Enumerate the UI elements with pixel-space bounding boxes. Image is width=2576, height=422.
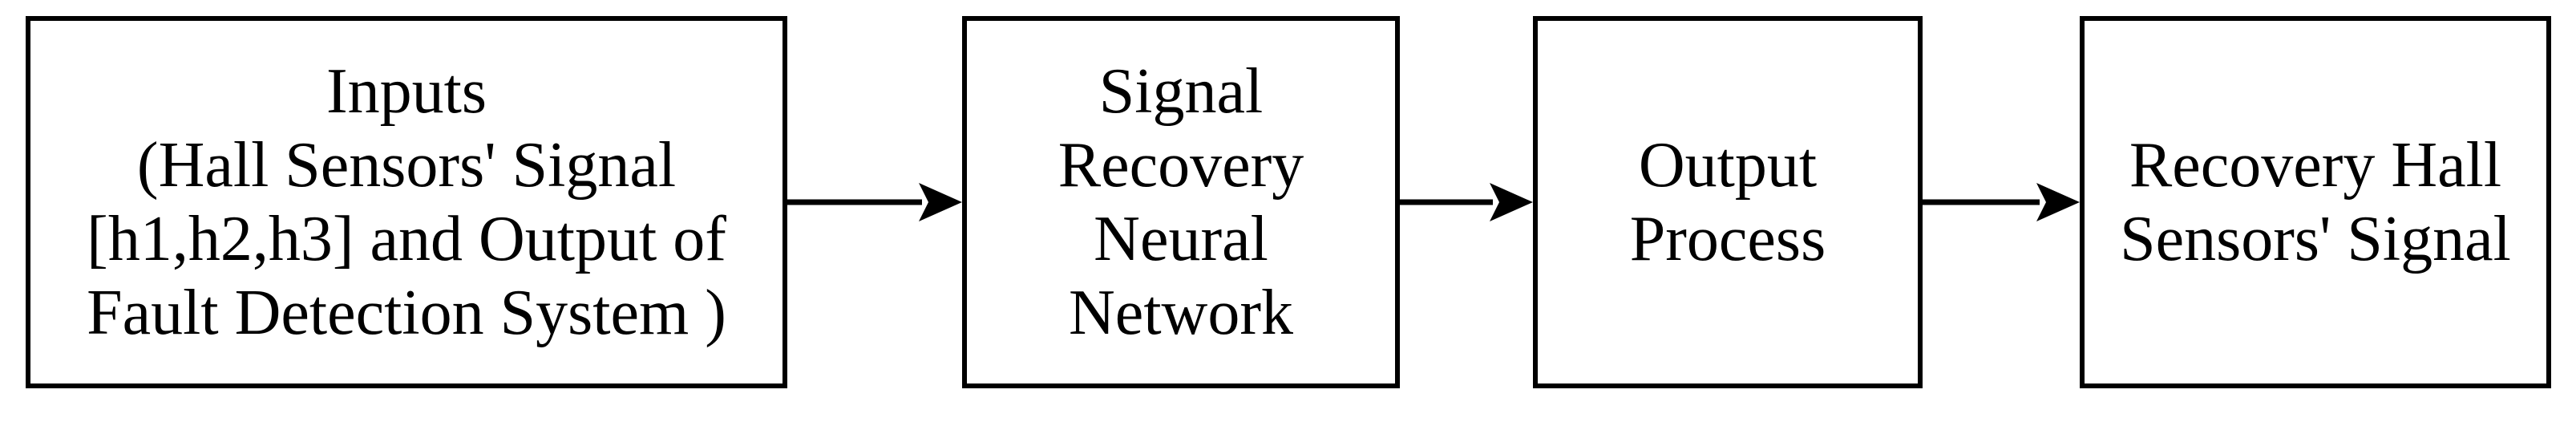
recovery-signal-line-2: Sensors' Signal [2120, 204, 2511, 274]
inputs-line-3: [h1,h2,h3] and Output of [87, 204, 726, 274]
inputs-line-2: (Hall Sensors' Signal [136, 130, 677, 201]
output-process-line-1: Output [1638, 130, 1818, 201]
inputs-block-text: Inputs (Hall Sensors' Signal [h1,h2,h3] … [87, 55, 726, 350]
neural-network-block-text: Signal Recovery Neural Network [1058, 55, 1304, 350]
arrow-network-to-output-process [1400, 183, 1533, 221]
neural-network-line-4: Network [1069, 278, 1293, 348]
inputs-line-4: Fault Detection System ) [87, 278, 726, 348]
recovery-signal-block: Recovery Hall Sensors' Signal [2080, 16, 2551, 388]
neural-network-line-3: Neural [1094, 204, 1268, 274]
recovery-signal-line-1: Recovery Hall [2129, 130, 2502, 201]
inputs-block: Inputs (Hall Sensors' Signal [h1,h2,h3] … [26, 16, 787, 388]
neural-network-line-1: Signal [1098, 56, 1264, 127]
neural-network-block: Signal Recovery Neural Network [962, 16, 1400, 388]
arrow-inputs-to-network [787, 183, 962, 221]
recovery-signal-block-text: Recovery Hall Sensors' Signal [2120, 128, 2511, 276]
arrow-output-process-to-recovery [1923, 183, 2080, 221]
neural-network-line-2: Recovery [1057, 130, 1304, 201]
output-process-block-text: Output Process [1630, 128, 1826, 276]
output-process-block: Output Process [1533, 16, 1923, 388]
inputs-line-1: Inputs [326, 56, 487, 127]
output-process-line-2: Process [1629, 204, 1826, 274]
